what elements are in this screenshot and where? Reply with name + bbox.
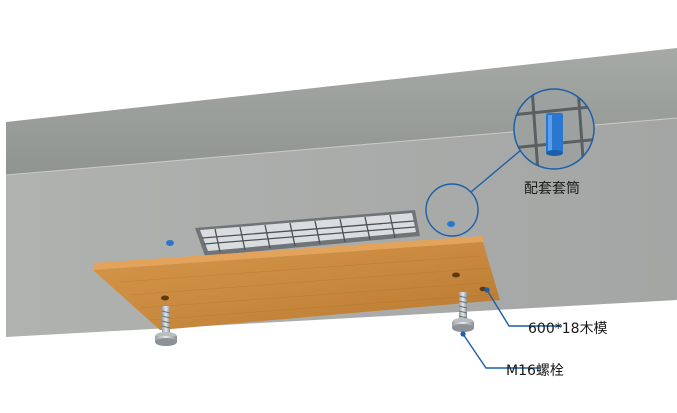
formwork-callout-line	[486, 289, 562, 327]
bolt-left	[155, 306, 177, 346]
wood-formwork-board	[93, 236, 500, 330]
formwork-callout-label: 600*18木模	[528, 321, 608, 337]
sleeve-hole-right	[447, 221, 455, 227]
bolt-callout-label: M16螺栓	[506, 363, 564, 379]
beam-top-face	[6, 48, 677, 175]
sleeve-callout-label: 配套套筒	[524, 181, 580, 197]
sleeve-zoom-view	[513, 88, 595, 170]
sleeve-highlight-circle	[425, 183, 479, 237]
sleeve-hole-left	[166, 240, 174, 246]
bolt-right	[452, 292, 474, 332]
rebar-opening	[195, 210, 420, 256]
bolt-callout-line	[462, 333, 540, 369]
